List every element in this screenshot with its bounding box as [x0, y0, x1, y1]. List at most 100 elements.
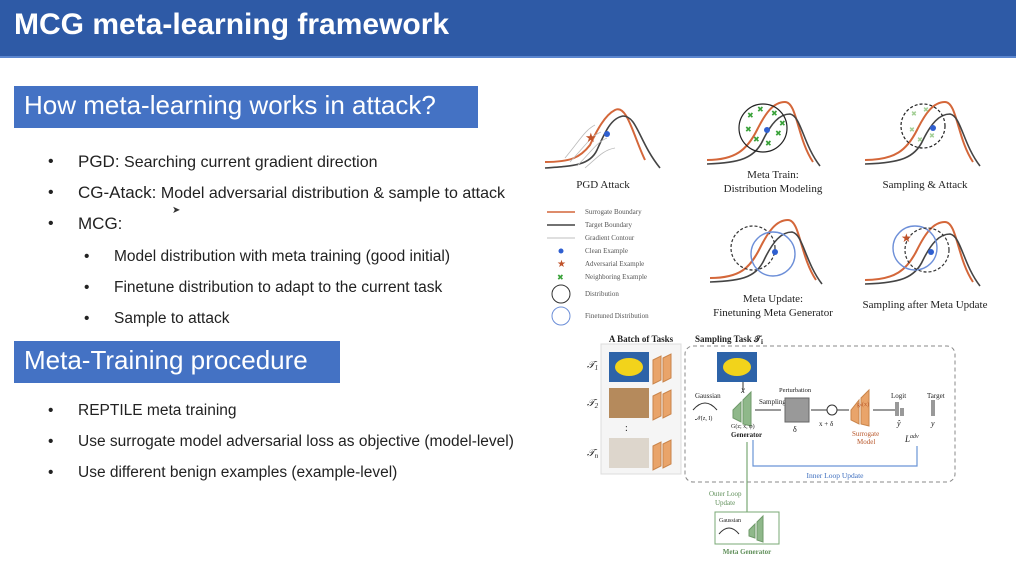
panel-caption: Distribution Modeling — [724, 183, 823, 195]
figure-legend: Surrogate Boundary Target Boundary Gradi… — [547, 208, 649, 326]
surrogate-boundary — [709, 218, 817, 281]
meta-training-item: Use different benign examples (example-l… — [48, 462, 514, 493]
legend-item: Surrogate Boundary — [585, 208, 642, 216]
panel-caption: Sampling after Meta Update — [863, 299, 988, 311]
bullet-desc: Searching current gradient direction — [124, 154, 378, 171]
mouse-cursor-icon: ➤ — [172, 205, 181, 216]
clean-example — [772, 249, 778, 255]
inner-loop-box — [684, 345, 956, 483]
panel-meta-update: Meta Update: Finetuning Meta Generator — [709, 218, 833, 319]
gaussian-curve — [692, 402, 718, 411]
target-label: Target — [927, 392, 945, 400]
task-label: 𝒯1 — [587, 360, 598, 372]
panel-caption: Finetuning Meta Generator — [713, 307, 833, 319]
task-label: 𝒯2 — [587, 398, 599, 410]
svg-text:✖: ✖ — [757, 105, 764, 114]
surrogate-label: Model — [857, 438, 875, 446]
dog-image — [609, 388, 649, 418]
gaussian-label: Gaussian — [695, 392, 721, 400]
pipeline-diagram: A Batch of Tasks Sampling Task 𝒯i 𝒯1 𝒯2 … — [587, 334, 956, 556]
model-thumbnails — [652, 353, 672, 471]
svg-text:✖: ✖ — [923, 106, 929, 114]
generator-label: Generator — [731, 431, 762, 439]
meta-training-item: Use surrogate model adversarial loss as … — [48, 431, 514, 462]
meta-generator-label: Meta Generator — [723, 548, 771, 556]
legend-item: Target Boundary — [585, 221, 633, 229]
inner-loop-label: Inner Loop Update — [806, 471, 864, 480]
finetuned-distribution-circle — [892, 225, 938, 271]
perturbation-label: Perturbation — [779, 387, 812, 394]
svg-text:✖: ✖ — [765, 139, 772, 148]
panel-caption: PGD Attack — [576, 179, 630, 191]
surrogate-boundary — [706, 100, 814, 163]
attack-bullet-list: PGD: Searching current gradient directio… — [48, 150, 505, 243]
sampled-fish-image — [723, 358, 751, 376]
target-boundary — [544, 115, 661, 169]
bullet-mcg: MCG: — [48, 212, 505, 243]
legend-item: Finetuned Distribution — [585, 312, 649, 320]
svg-text:✖: ✖ — [779, 119, 786, 128]
panel-caption: Meta Train: — [747, 169, 799, 181]
fish-image — [615, 358, 643, 376]
loss-label: Ladv — [904, 434, 919, 444]
distribution-circle — [900, 103, 946, 149]
gaussian-dist: 𝒩(z, I) — [695, 415, 712, 422]
svg-text:✖: ✖ — [775, 129, 782, 138]
clean-example — [930, 125, 936, 131]
surrogate-boundary — [864, 100, 974, 163]
perturbation-noise — [784, 397, 810, 423]
panel-caption: Meta Update: — [743, 293, 803, 305]
surrogate-func: gₛ(x) — [857, 401, 869, 408]
mcg-sub-item: Finetune distribution to adapt to the cu… — [84, 277, 450, 308]
svg-text:✖: ✖ — [917, 136, 923, 144]
svg-text:✖: ✖ — [771, 109, 778, 118]
gaussian-label: Gaussian — [719, 518, 741, 524]
bullet-cg-atack: CG-Atack: Model adversarial distribution… — [48, 181, 505, 212]
mcg-sub-item: Model distribution with meta training (g… — [84, 246, 450, 277]
legend-item: Clean Example — [585, 247, 628, 255]
inner-loop-arrow — [752, 440, 918, 467]
svg-text:✖: ✖ — [909, 126, 915, 134]
surrogate-model-shape — [850, 388, 870, 427]
legend-item: Distribution — [585, 290, 619, 298]
logit-bar — [900, 408, 904, 416]
svg-text:★: ★ — [557, 259, 566, 270]
bullet-desc: Model adversarial distribution & sample … — [160, 185, 506, 202]
target-boundary — [706, 113, 821, 167]
logit-label: Logit — [891, 392, 906, 400]
legend-item: Neighboring Example — [585, 273, 647, 281]
x-plus-delta-label: x + δ — [819, 420, 834, 428]
batch-title: A Batch of Tasks — [609, 334, 674, 344]
title-bar: MCG meta-learning framework — [0, 0, 1016, 58]
meta-generator-box — [714, 511, 780, 545]
svg-text:✖: ✖ — [557, 273, 564, 282]
mcg-sub-item: Sample to attack — [84, 308, 450, 339]
ellipsis: : — [625, 423, 628, 434]
sampling-label: Sampling — [759, 398, 786, 406]
meta-training-item: REPTILE meta training — [48, 400, 514, 431]
panel-caption: Sampling & Attack — [883, 179, 968, 191]
svg-text:✖: ✖ — [753, 135, 760, 144]
task-label: 𝒯n — [587, 448, 599, 460]
panel-sampling: ✖✖✖✖✖ Sampling & Attack — [864, 100, 981, 191]
sampling-task-title: Sampling Task 𝒯i — [695, 334, 763, 346]
legend-item: Gradient Contour — [585, 234, 635, 242]
generator-func: G(z; x, φ) — [731, 423, 755, 430]
adversarial-star-icon: ★ — [901, 231, 912, 245]
mcg-framework-figure: ★ PGD Attack ✖✖✖✖ ✖✖✖✖ Meta Train: Distr… — [544, 100, 988, 556]
distribution-circle — [904, 227, 950, 273]
generator-shape — [732, 390, 752, 427]
gradient-contour — [564, 124, 616, 169]
surrogate-label: Surrogate — [852, 430, 879, 438]
outer-loop-label: Update — [715, 499, 735, 507]
mcg-sub-list: Model distribution with meta training (g… — [84, 246, 450, 339]
panel-pgd: ★ PGD Attack — [544, 108, 661, 191]
bullet-term: MCG: — [78, 214, 123, 233]
finetuned-distribution-circle — [750, 231, 796, 277]
target-boundary — [709, 231, 823, 285]
clean-example — [604, 131, 610, 137]
target-bar — [931, 400, 935, 416]
adversarial-star-icon: ★ — [585, 130, 597, 145]
y-label: y — [930, 419, 935, 428]
svg-text:✖: ✖ — [929, 132, 935, 140]
